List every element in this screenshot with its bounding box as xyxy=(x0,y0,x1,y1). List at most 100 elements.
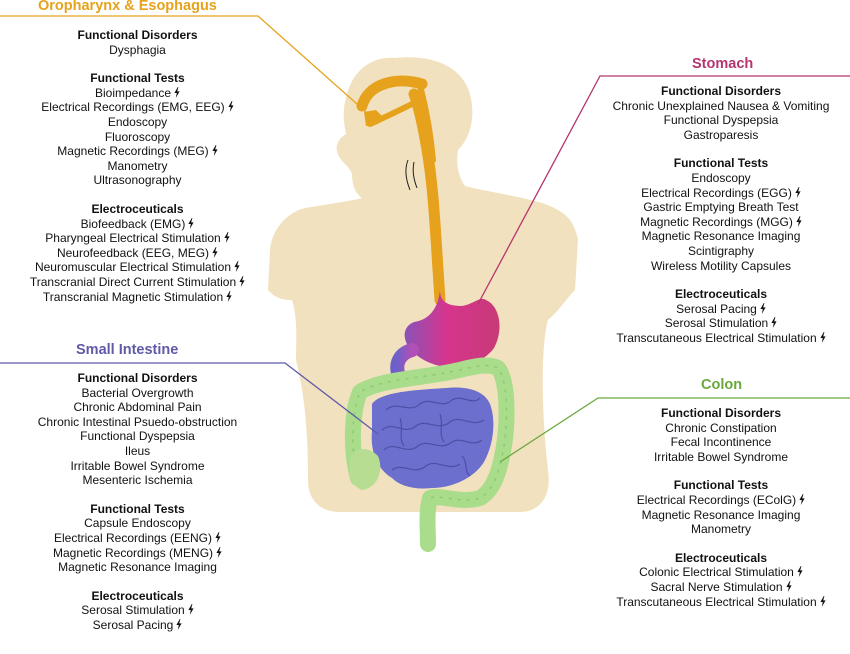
list-item: Electrical Recordings (EENG) xyxy=(5,531,270,546)
list-item: Scintigraphy xyxy=(600,244,842,259)
list-item: Dysphagia xyxy=(5,43,270,58)
lightning-bolt-icon xyxy=(212,246,218,258)
list-item: Electrical Recordings (EMG, EEG) xyxy=(5,100,270,115)
list-item-label: Transcranial Direct Current Stimulation xyxy=(29,274,237,289)
section-heading: Functional Disorders xyxy=(77,28,198,42)
list-item: Transcutaneous Electrical Stimulation xyxy=(600,595,842,610)
list-item-label: Bioimpedance xyxy=(94,85,172,100)
list-item-label: Chronic Unexplained Nausea & Vomiting xyxy=(612,98,830,113)
list-item-label: Mesenteric Ischemia xyxy=(82,473,193,488)
panel-title: Small Intestine xyxy=(76,342,179,358)
section-heading: Electroceuticals xyxy=(674,550,768,565)
list-item-label: Electrical Recordings (EGG) xyxy=(641,185,792,200)
list-item-label: Chronic Intestinal Psuedo-obstruction xyxy=(37,414,238,429)
lightning-bolt-icon xyxy=(797,566,803,578)
list-item-label: Ileus xyxy=(124,443,151,458)
list-item: Serosal Stimulation xyxy=(5,603,270,618)
leader-line-stomach xyxy=(477,75,850,305)
lightning-bolt-icon xyxy=(224,232,230,244)
section-heading: Functional Tests xyxy=(90,501,185,516)
list-item-label: Transcutaneous Electrical Stimulation xyxy=(616,594,817,609)
list-item-label: Sacral Nerve Stimulation xyxy=(650,579,783,594)
lightning-bolt-icon xyxy=(212,145,218,157)
list-item: Transcranial Magnetic Stimulation xyxy=(5,290,270,305)
list-item-label: Neurofeedback (EEG, MEG) xyxy=(56,245,210,260)
section-heading: Functional Tests xyxy=(673,156,769,171)
list-item: Endoscopy xyxy=(5,115,270,130)
list-item-label: Serosal Stimulation xyxy=(664,316,769,331)
larynx-shape xyxy=(405,159,418,191)
list-item: Ultrasonography xyxy=(5,173,270,188)
list-item-label: Irritable Bowel Syndrome xyxy=(653,449,789,464)
lightning-bolt-icon xyxy=(174,86,180,98)
list-item: Magnetic Recordings (MGG) xyxy=(600,215,842,230)
list-item-label: Serosal Pacing xyxy=(676,301,757,316)
list-item: Bacterial Overgrowth xyxy=(5,386,270,401)
list-item: Magnetic Resonance Imaging xyxy=(5,560,270,575)
list-item: Gastroparesis xyxy=(600,128,842,143)
list-item: Capsule Endoscopy xyxy=(5,516,270,531)
leader-line-colon xyxy=(499,397,850,463)
list-item-label: Endoscopy xyxy=(691,170,751,185)
list-item: Magnetic Recordings (MENG) xyxy=(5,546,270,561)
list-item-label: Serosal Stimulation xyxy=(81,603,185,618)
list-item-label: Magnetic Resonance Imaging xyxy=(641,229,801,244)
colon-organ xyxy=(344,357,515,552)
list-item: Electrical Recordings (EColG) xyxy=(600,493,842,508)
panel-title: Stomach xyxy=(692,56,754,72)
list-item-label: Capsule Endoscopy xyxy=(84,516,191,531)
list-item: Pharyngeal Electrical Stimulation xyxy=(5,231,270,246)
list-item-label: Manometry xyxy=(107,158,168,173)
list-item: Magnetic Resonance Imaging xyxy=(600,229,842,244)
lightning-bolt-icon xyxy=(785,580,792,592)
lightning-bolt-icon xyxy=(228,101,234,113)
list-item-label: Pharyngeal Electrical Stimulation xyxy=(45,231,221,246)
list-item-label: Functional Dyspepsia xyxy=(663,113,779,128)
leader-line-oropharynx xyxy=(0,15,367,113)
lightning-bolt-icon xyxy=(234,261,240,273)
list-item: Transcutaneous Electrical Stimulation xyxy=(600,331,842,346)
list-item-label: Dysphagia xyxy=(109,42,166,57)
list-item: Fluoroscopy xyxy=(5,130,270,145)
list-item-label: Chronic Constipation xyxy=(665,420,777,435)
list-item: Endoscopy xyxy=(600,171,842,186)
list-item: Serosal Pacing xyxy=(600,302,842,317)
section-heading: Electroceuticals xyxy=(91,201,184,216)
lightning-bolt-icon xyxy=(239,275,245,287)
list-item: Neurofeedback (EEG, MEG) xyxy=(5,246,270,261)
list-item-label: Electrical Recordings (EENG) xyxy=(53,530,213,545)
section-heading: Functional Disorders xyxy=(660,406,782,420)
list-item: Chronic Intestinal Psuedo-obstruction xyxy=(5,415,270,430)
lightning-bolt-icon xyxy=(760,302,766,314)
list-item-label: Transcranial Magnetic Stimulation xyxy=(42,289,224,304)
list-item: Irritable Bowel Syndrome xyxy=(5,459,270,474)
lightning-bolt-icon xyxy=(216,546,222,558)
list-item: Manometry xyxy=(5,159,270,174)
list-item-label: Gastric Emptying Breath Test xyxy=(643,200,799,215)
list-item-label: Magnetic Recordings (MEG) xyxy=(57,144,209,159)
lightning-bolt-icon xyxy=(176,618,182,630)
list-item-label: Scintigraphy xyxy=(687,243,755,258)
list-item: Wireless Motility Capsules xyxy=(600,259,842,274)
list-item-label: Serosal Pacing xyxy=(92,617,174,632)
list-item-label: Functional Dyspepsia xyxy=(80,429,195,444)
list-item-label: Wireless Motility Capsules xyxy=(650,258,792,273)
list-item-label: Ultrasonography xyxy=(93,173,182,188)
list-item-label: Fluoroscopy xyxy=(104,129,171,144)
section-heading: Functional Disorders xyxy=(660,84,782,98)
section-heading: Electroceuticals xyxy=(674,287,768,302)
list-item-label: Colonic Electrical Stimulation xyxy=(639,565,794,580)
list-item: Serosal Pacing xyxy=(5,618,270,633)
lightning-bolt-icon xyxy=(771,317,777,329)
leader-lines xyxy=(0,15,850,463)
